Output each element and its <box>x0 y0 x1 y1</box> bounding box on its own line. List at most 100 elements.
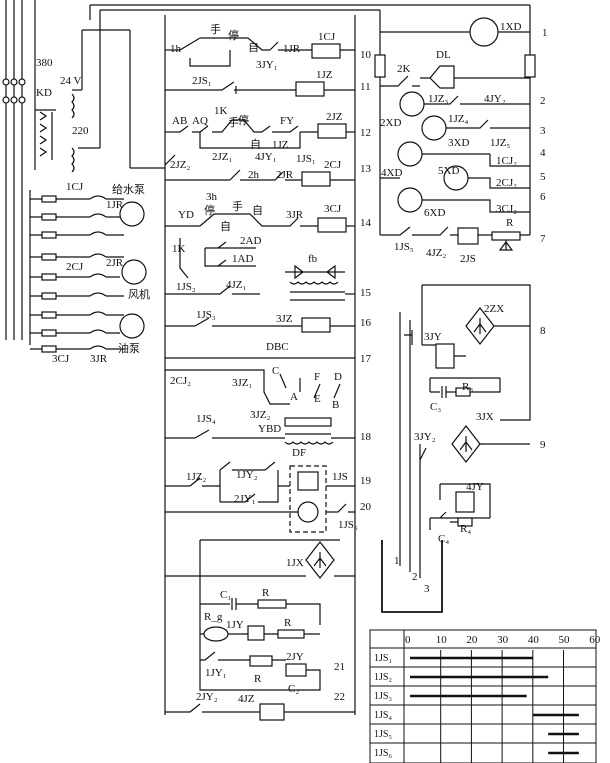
contact-4jz2-label: 4JZ₂ <box>426 247 447 259</box>
contact-2jz1-label: 2JZ₁ <box>212 151 233 163</box>
fuse-right <box>524 54 536 78</box>
coil-1jz-label: 1JZ <box>316 69 333 81</box>
motor-name-oil: 油泵 <box>118 341 140 355</box>
voltage-24v-label: 24 V <box>60 75 82 87</box>
rung-11: 2JS₁ 1JZ <box>165 69 355 97</box>
switch-3h-label: 3h <box>206 191 218 203</box>
timing-row-label: 1JS₃ <box>374 691 392 702</box>
rung-number-7: 7 <box>540 233 546 245</box>
point-c: C <box>272 365 279 377</box>
contact-1js5-label: 1JS₅ <box>394 241 414 253</box>
rung-18: 1JS₄ YBD DF <box>165 413 355 459</box>
label-aq: AQ <box>192 115 208 127</box>
manual-label: 手 <box>210 22 221 36</box>
rung-number-17: 17 <box>360 353 372 365</box>
contactor-2cj-label: 2CJ <box>66 261 84 273</box>
lamp-2xd-label: 2XD <box>380 117 401 129</box>
right-bus <box>89 4 536 235</box>
contact-3cj2-label: 3CJ₂ <box>496 203 517 215</box>
motor-feedwater-pump <box>119 201 145 227</box>
contactor-3cj-label: 3CJ <box>52 353 70 365</box>
contactor-1cj-label: 1CJ <box>66 181 84 193</box>
coil-1cj <box>311 43 341 59</box>
contact-1js2-label: 1JS₂ <box>176 281 196 293</box>
timing-tick-40: 40 <box>528 634 540 646</box>
contact-1jz5-label: 1JZ₅ <box>490 137 511 149</box>
point-d: D <box>334 371 342 383</box>
lamp-1xd-label: 1XD <box>500 21 521 33</box>
timer-1js-block <box>289 465 327 533</box>
timing-tick-30: 30 <box>497 634 509 646</box>
control-transformer: 24 V 220 <box>60 9 380 173</box>
lamp-4xd-label: 4XD <box>381 167 402 179</box>
contact-2cj2-label: 2CJ₂ <box>170 375 191 387</box>
rung-15: 1K 2AD 1AD fb 1JS₂ 4JZ₁ <box>165 235 355 301</box>
timing-row-label: 1JS₄ <box>374 710 392 721</box>
rung-number-6: 6 <box>540 191 546 203</box>
rung-16: 1JS₃ 3JZ <box>165 309 355 333</box>
rung-number-20: 20 <box>360 501 372 513</box>
contact-1jy2-label: 1JY₂ <box>236 469 258 481</box>
label-2zx: 2ZX <box>484 303 504 315</box>
switch-2k-label: 2K <box>397 63 411 75</box>
motor-name-fan: 风机 <box>128 287 150 301</box>
level-relays: 2ZX 3JY C₃ R₃ 3JX 3JY₂ 4JY R₄ C₄ 1 2 3 <box>381 284 531 613</box>
lamp-6xd-label: 6XD <box>424 207 445 219</box>
coil-2cj <box>301 171 331 187</box>
label-2jy2: 2JY₂ <box>196 691 218 703</box>
auto-label-14b: 自 <box>220 220 231 233</box>
rung-19-20: 1JZ₂ 1JY₂ 2JY₁ 1JS 1JS₆ <box>165 461 358 533</box>
contact-1js4-label: 1JS₄ <box>196 413 216 425</box>
indicator-panel: 1XD 2K DL 1JZ₃ 4JY₂ 2XD 1JZ₄ 3XD 1JZ₅ 1C… <box>380 17 530 265</box>
contact-1jz2-label: 1JZ₂ <box>186 471 207 483</box>
label-yd: YD <box>178 209 194 221</box>
contact-4jz1-label: 4JZ₁ <box>226 279 247 291</box>
motor-oil-pump <box>119 313 145 339</box>
label-r-2: R <box>284 617 292 629</box>
voltage-220-label: 220 <box>72 125 89 137</box>
contact-1js1-label: 1JS₁ <box>296 153 316 165</box>
rung-number-12: 12 <box>360 127 371 139</box>
label-rg: R_g <box>204 611 223 623</box>
lamp-5xd-label: 5XD <box>438 165 459 177</box>
stop-label-14: 停 <box>204 203 215 217</box>
contact-1js3-label: 1JS₃ <box>196 309 216 321</box>
rung-number-8: 8 <box>540 325 546 337</box>
main-power-bus: 380 KD <box>2 0 56 340</box>
contact-3jr-label: 3JR <box>286 209 304 221</box>
contact-1cj2-label: 1CJ₂ <box>496 155 517 167</box>
label-r: R <box>262 587 270 599</box>
point-b: B <box>332 399 339 411</box>
label-2jy: 2JY <box>286 651 304 663</box>
label-df: DF <box>292 447 306 459</box>
motor-circuits: 1CJ 1JR 给水泵 2CJ 2JR 风机 3CJ 3JR 油泵 <box>29 181 150 365</box>
timing-tick-0: 0 <box>405 634 411 646</box>
label-fy: FY <box>280 115 294 127</box>
label-1jy: 1JY <box>226 619 244 631</box>
coil-3cj <box>317 217 347 233</box>
label-3jy: 3JY <box>424 331 442 343</box>
auto-label-12: 自 <box>250 138 261 151</box>
timing-tick-50: 50 <box>559 634 571 646</box>
point-a: A <box>290 391 298 403</box>
point-e: E <box>314 393 321 405</box>
contact-4jy2-label: 4JY₂ <box>484 93 506 105</box>
timer-2js-label: 2JS <box>460 253 476 265</box>
auto-label-14: 自 <box>252 204 263 217</box>
coil-2jz-label: 2JZ <box>326 111 343 123</box>
timing-row-label: 1JS₆ <box>374 748 392 759</box>
contact-3jz1-label: 3JZ₁ <box>232 377 253 389</box>
motor-name-feedwater: 给水泵 <box>112 183 145 196</box>
probe-3-label: 3 <box>424 583 430 595</box>
coil-2jz <box>317 123 347 139</box>
rung-number-22: 22 <box>334 691 345 703</box>
timing-row-label: 1JS₅ <box>374 729 392 740</box>
label-c1: C₁ <box>220 589 231 601</box>
switch-2h-label: 2h <box>248 169 260 181</box>
label-fb: fb <box>308 253 318 265</box>
contact-1jz4-label: 1JZ₄ <box>448 113 469 125</box>
probe-2-label: 2 <box>412 571 418 583</box>
